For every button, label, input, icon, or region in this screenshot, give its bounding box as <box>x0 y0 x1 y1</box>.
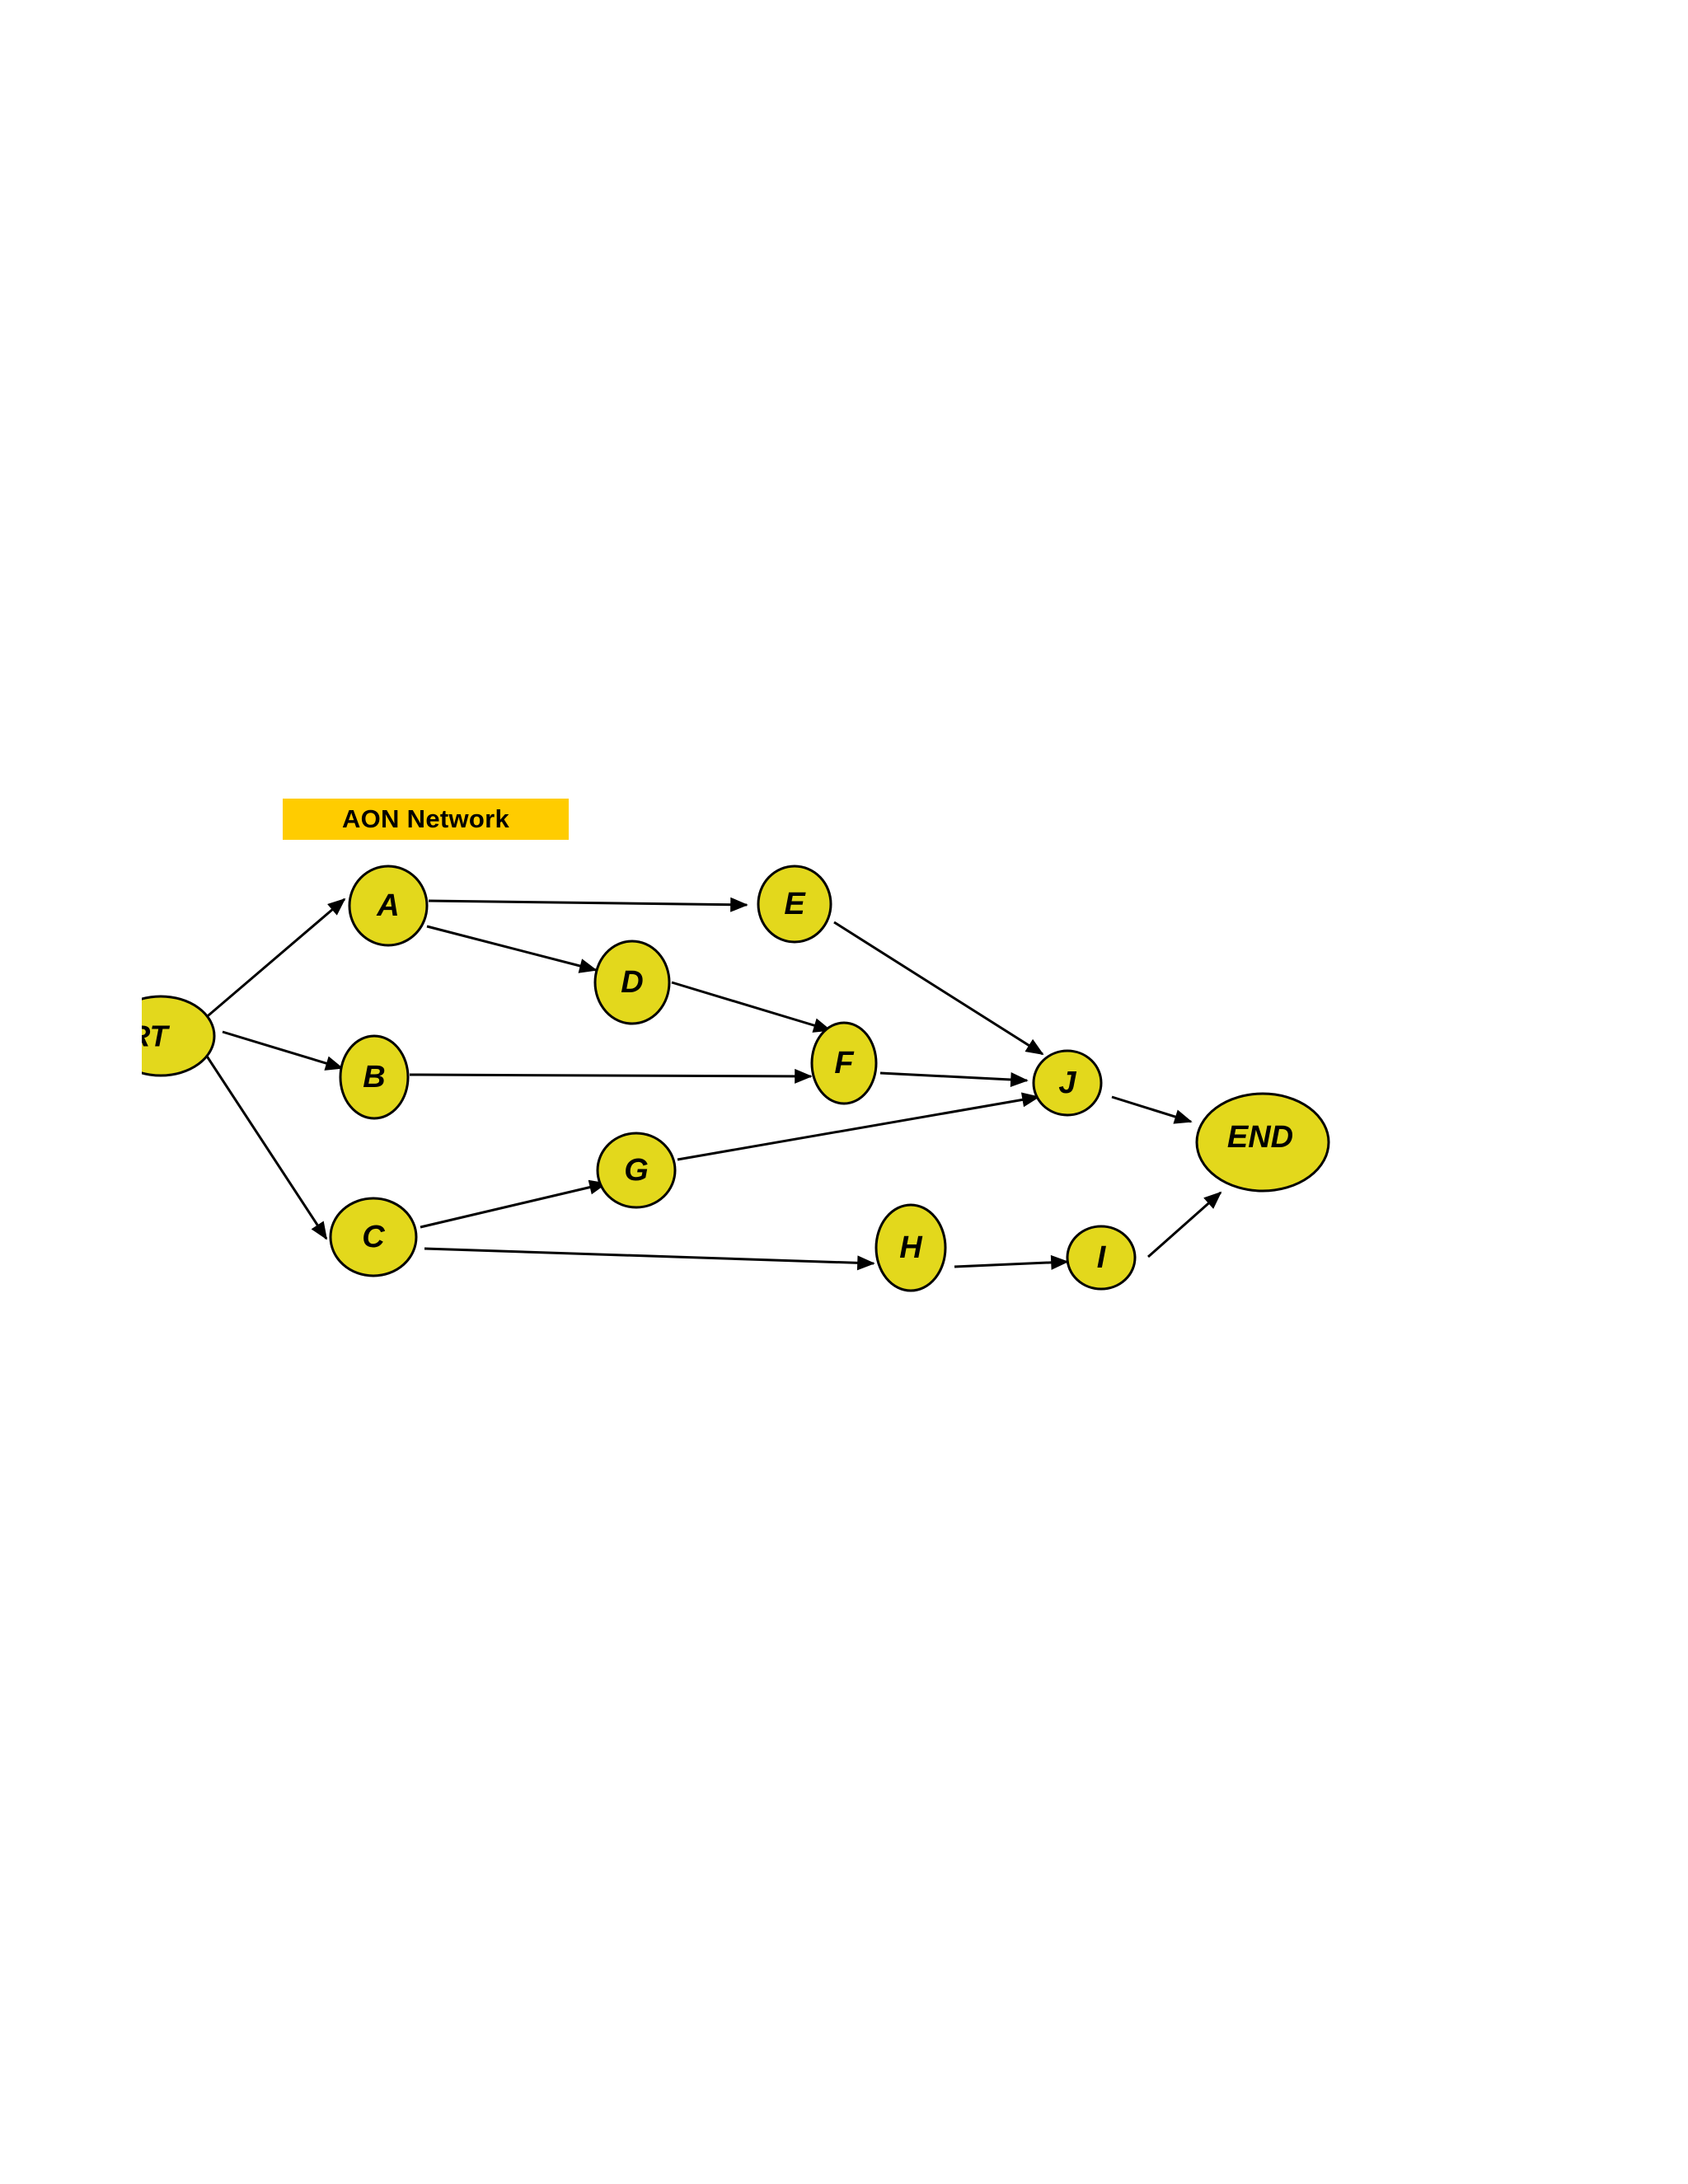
title-banner: AON Network <box>283 799 569 840</box>
node-label-e: E <box>784 887 806 921</box>
edge-f-to-j <box>879 1071 1029 1087</box>
edges-layer <box>197 897 1222 1271</box>
node-shape-j <box>1032 1049 1103 1117</box>
edge-b-to-f <box>409 1068 813 1084</box>
node-label-h: H <box>899 1230 923 1265</box>
node-label-d: D <box>621 965 643 1000</box>
edge-a-to-d <box>426 925 598 973</box>
node-shape-c <box>329 1197 418 1277</box>
edge-g-to-j <box>677 1092 1040 1161</box>
node-b: B <box>339 1034 410 1120</box>
node-shape-g <box>596 1132 677 1209</box>
edge-start-to-a <box>197 898 346 1026</box>
node-end: END <box>1195 1092 1330 1193</box>
edge-i-to-end <box>1147 1191 1222 1258</box>
node-label-a: A <box>376 888 399 923</box>
node-label-b: B <box>363 1060 385 1094</box>
edge-j-to-end <box>1111 1095 1193 1124</box>
node-shape-b <box>339 1034 410 1120</box>
edge-start-to-b <box>222 1030 344 1071</box>
node-d: D <box>593 940 671 1025</box>
node-shape-h <box>874 1203 947 1292</box>
node-label-end: END <box>1227 1120 1293 1155</box>
edge-c-to-g <box>420 1179 607 1229</box>
node-shape-end <box>1195 1092 1330 1193</box>
node-shape-i <box>1066 1225 1137 1291</box>
edge-a-to-e <box>428 897 748 912</box>
node-a: A <box>348 865 429 947</box>
node-label-j: J <box>1058 1066 1076 1100</box>
node-shape-f <box>810 1021 878 1105</box>
node-label-c: C <box>362 1220 385 1254</box>
node-h: H <box>874 1203 947 1292</box>
node-c: C <box>329 1197 418 1277</box>
node-g: G <box>596 1132 677 1209</box>
edge-h-to-i <box>954 1254 1069 1270</box>
node-shape-a <box>348 865 429 947</box>
edge-d-to-f <box>671 981 832 1033</box>
diagram-title: AON Network <box>341 804 510 833</box>
node-label-i: I <box>1097 1240 1107 1275</box>
node-j: J <box>1032 1049 1103 1117</box>
edge-c-to-h <box>424 1247 875 1271</box>
page-edge-mask <box>0 972 142 1104</box>
node-label-f: F <box>834 1046 855 1080</box>
edge-start-to-c <box>204 1054 328 1240</box>
node-label-g: G <box>624 1153 649 1188</box>
node-e: E <box>757 865 832 944</box>
edge-e-to-j <box>833 921 1044 1056</box>
node-f: F <box>810 1021 878 1105</box>
node-shape-e <box>757 865 832 944</box>
node-i: I <box>1066 1225 1137 1291</box>
node-shape-d <box>593 940 671 1025</box>
